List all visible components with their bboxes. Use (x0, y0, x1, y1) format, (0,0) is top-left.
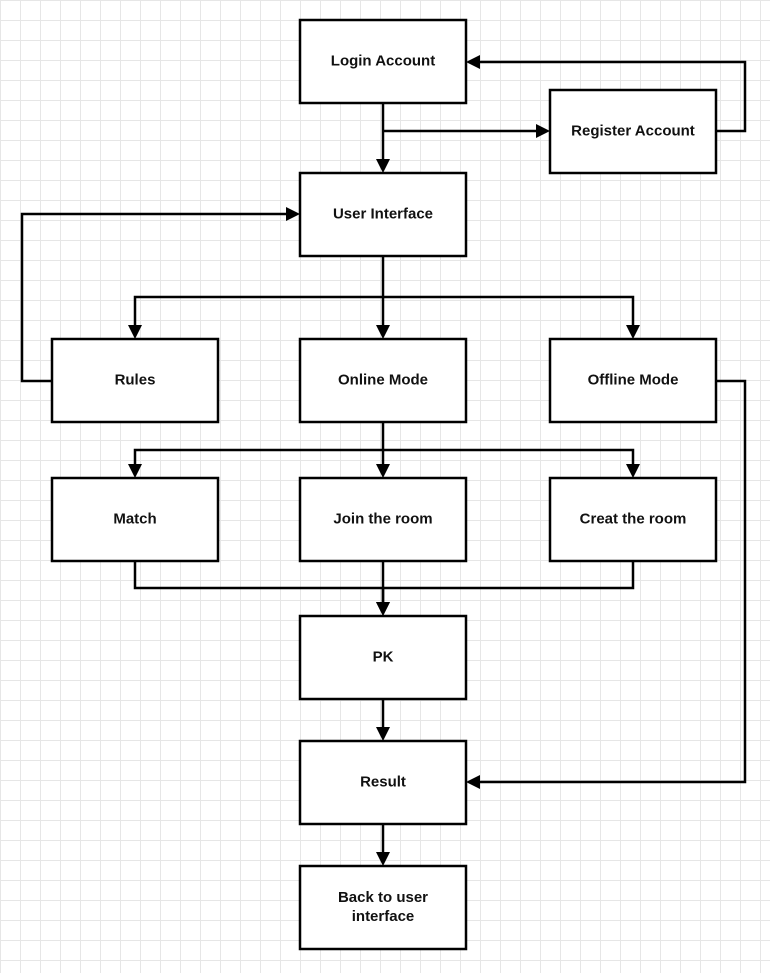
node-label: Register Account (571, 122, 695, 139)
edge-ui-to-online (376, 297, 390, 339)
node-label: Rules (115, 371, 156, 388)
node-label: Creat the room (580, 510, 687, 527)
node-box (298, 18, 468, 105)
node-ui: User Interface (298, 171, 468, 258)
edge-line (383, 561, 635, 590)
edge-line (478, 379, 747, 784)
arrow-head (376, 852, 390, 866)
node-label: Back to user (338, 889, 428, 906)
node-login: Login Account (298, 18, 468, 105)
arrow-head (536, 124, 550, 138)
edge-rules-to-ui (20, 207, 300, 383)
edges-layer (20, 55, 747, 866)
node-label: Match (113, 510, 156, 527)
edge-online-to-join (376, 450, 390, 478)
edge-line (20, 212, 288, 383)
edge-pk-to-result (376, 699, 390, 741)
arrow-head (376, 325, 390, 339)
node-pk: PK (298, 614, 468, 701)
arrow-head (466, 55, 480, 69)
node-rules: Rules (50, 337, 220, 424)
edge-online-to-match (128, 422, 385, 478)
edge-line (133, 256, 385, 327)
edge-match-to-pk (133, 561, 390, 616)
node-label: Result (360, 773, 406, 790)
node-box (50, 476, 220, 563)
node-box (298, 171, 468, 258)
arrow-head (376, 602, 390, 616)
node-label: PK (373, 648, 394, 665)
node-creat: Creat the room (548, 476, 718, 563)
arrow-head (376, 727, 390, 741)
node-box (298, 614, 468, 701)
node-box (298, 864, 468, 951)
edge-result-to-back (376, 824, 390, 866)
node-box (50, 337, 220, 424)
edge-offline-to-result (466, 379, 747, 789)
edge-line (383, 448, 635, 466)
edge-line (133, 561, 385, 604)
node-label: Offline Mode (588, 371, 679, 388)
edge-line (383, 295, 635, 327)
node-label: User Interface (333, 205, 433, 222)
node-label: Login Account (331, 52, 435, 69)
edge-ui-to-offline (383, 295, 640, 339)
node-box (548, 476, 718, 563)
arrow-head (626, 464, 640, 478)
arrow-head (286, 207, 300, 221)
node-back: Back to user interface (298, 864, 468, 951)
node-result: Result (298, 739, 468, 826)
arrow-head (466, 775, 480, 789)
node-box (298, 739, 468, 826)
edge-line (133, 422, 385, 466)
node-register: Register Account (548, 88, 718, 175)
node-match: Match (50, 476, 220, 563)
edge-line (478, 60, 747, 133)
arrow-head (376, 464, 390, 478)
edge-ui-to-rules (128, 256, 385, 339)
node-join: Join the room (298, 476, 468, 563)
node-label: Online Mode (338, 371, 428, 388)
node-offline: Offline Mode (548, 337, 718, 424)
arrow-head (376, 159, 390, 173)
node-box (298, 337, 468, 424)
arrow-head (626, 325, 640, 339)
edge-join-to-pk (376, 561, 390, 616)
node-label: interface (352, 908, 415, 925)
node-online: Online Mode (298, 337, 468, 424)
node-box (548, 88, 718, 175)
node-box (548, 337, 718, 424)
node-box (298, 476, 468, 563)
node-label: Join the room (333, 510, 432, 527)
edge-login-to-register (383, 124, 550, 138)
edge-online-to-creat (383, 448, 640, 478)
arrow-head (128, 325, 142, 339)
edge-creat-to-pk (383, 561, 635, 590)
arrow-head (128, 464, 142, 478)
edge-register-to-login (466, 55, 747, 133)
edge-login-to-ui (376, 103, 390, 173)
